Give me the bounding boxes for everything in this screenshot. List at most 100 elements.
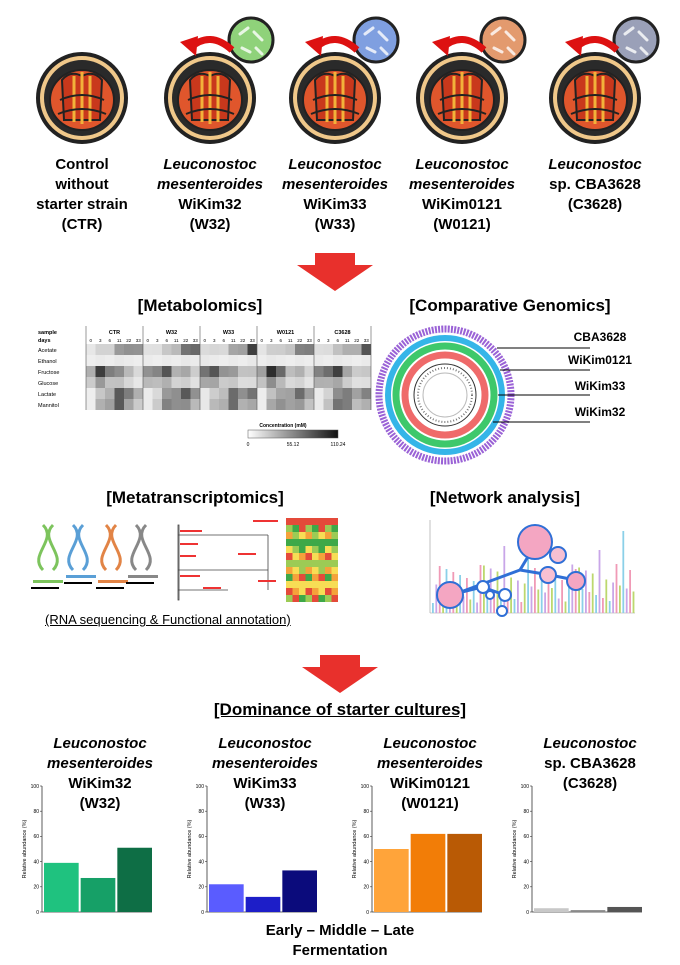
heatmap-cell <box>95 399 105 410</box>
heatmap-cell <box>285 344 295 355</box>
heatmap-cell <box>143 399 153 410</box>
heatmap-day-label: 6 <box>336 338 339 343</box>
fermentation-label: Fermentation <box>292 942 388 959</box>
heatmap-metabolite-label: Ethanol <box>38 359 57 365</box>
heatmap-cell <box>200 377 210 388</box>
heatmap-scale-title: Concentration (mM) <box>259 423 307 429</box>
heatmap-cell <box>304 377 314 388</box>
y-tick-label: 100 <box>521 784 530 790</box>
heatmap-cell <box>314 366 324 377</box>
down-arrow-icon <box>297 253 373 291</box>
heatmap-metabolite-label: Fructose <box>38 370 59 376</box>
heatmap-cell <box>133 399 143 410</box>
heatmap-cell <box>276 377 286 388</box>
heatmap-cell <box>342 377 352 388</box>
heatmap-cell <box>295 355 305 366</box>
dominance-line1: Leuconostoc <box>383 735 477 752</box>
heatmap-cell <box>190 366 200 377</box>
heatmap-cell <box>171 399 181 410</box>
strain-line3: WiKim32 <box>178 196 242 213</box>
heatmap-sample-header: sample <box>38 330 57 336</box>
dominance-line3: WiKim33 <box>233 775 297 792</box>
heatmap-cell <box>228 399 238 410</box>
heatmap-cell <box>190 399 200 410</box>
heatmap-cell <box>285 399 295 410</box>
dominance-line2: sp. CBA3628 <box>544 755 636 772</box>
heatmap-cell <box>314 388 324 399</box>
heatmap-cell <box>352 377 362 388</box>
heatmap-cell <box>276 399 286 410</box>
bar-middle <box>80 877 116 912</box>
heatmap-cell <box>323 366 333 377</box>
heatmap-cell <box>352 355 362 366</box>
heatmap-metabolite-label: Glucose <box>38 381 58 387</box>
heatmap-group-label: W0121 <box>277 330 294 336</box>
heatmap-cell <box>124 355 134 366</box>
heatmap-day-label: 11 <box>231 338 236 343</box>
heatmap-cell <box>124 399 134 410</box>
y-axis-label: Relative abundance (%) <box>512 819 518 878</box>
heatmap-cell <box>152 377 162 388</box>
y-tick-label: 40 <box>523 859 529 865</box>
heatmap-cell <box>295 344 305 355</box>
heatmap-cell <box>219 377 229 388</box>
heatmap-cell <box>200 355 210 366</box>
bar-early <box>209 884 244 912</box>
heatmap-cell <box>171 388 181 399</box>
heatmap-cell <box>105 344 115 355</box>
dominance-line1: Leuconostoc <box>218 735 312 752</box>
heatmap-cell <box>247 344 257 355</box>
heatmap-cell <box>257 344 267 355</box>
heatmap-cell <box>105 388 115 399</box>
dominance-code: (W32) <box>79 795 121 812</box>
strain-code: (W32) <box>189 216 231 233</box>
heatmap-cell <box>266 344 276 355</box>
heatmap-cell <box>257 355 267 366</box>
rna-caption: (RNA sequencing & Functional annotation) <box>45 612 291 627</box>
heatmap-cell <box>352 344 362 355</box>
heatmap-day-label: 33 <box>250 338 256 343</box>
heatmap-cell <box>181 344 191 355</box>
heatmap-cell <box>209 366 219 377</box>
genome-label-wikim32: WiKim32 <box>575 405 626 419</box>
heatmap-cell <box>333 366 343 377</box>
heatmap-cell <box>95 366 105 377</box>
heatmap-day-label: 33 <box>307 338 313 343</box>
heatmap-cell <box>190 355 200 366</box>
heatmap-cell <box>257 377 267 388</box>
heatmap-metabolite-label: Lactate <box>38 392 56 398</box>
heatmap-cell <box>247 355 257 366</box>
heatmap-cell <box>219 344 229 355</box>
heatmap-cell <box>86 377 96 388</box>
dominance-line3: WiKim32 <box>68 775 132 792</box>
bar-early <box>374 849 409 912</box>
heatmap-cell <box>266 399 276 410</box>
y-tick-label: 20 <box>363 885 369 891</box>
heatmap-day-label: 11 <box>345 338 350 343</box>
heatmap-cell <box>257 399 267 410</box>
strain-line1: Leuconostoc <box>288 156 382 173</box>
heatmap-cell <box>228 366 238 377</box>
heatmap-cell <box>257 366 267 377</box>
fermentation-stage-label: Early – Middle – Late <box>265 922 415 939</box>
heatmap-cell <box>257 388 267 399</box>
heatmap-day-label: 11 <box>117 338 122 343</box>
heatmap-cell <box>304 366 314 377</box>
heatmap-cell <box>143 355 153 366</box>
heatmap-cell <box>114 366 124 377</box>
heatmap-cell <box>304 399 314 410</box>
heatmap-cell <box>342 344 352 355</box>
bar-early <box>44 862 79 912</box>
comparative-genomics-title: [Comparative Genomics] <box>409 296 611 315</box>
bar-middle <box>245 896 281 912</box>
strain-line3: WiKim33 <box>303 196 367 213</box>
heatmap-group-label: W33 <box>223 330 234 336</box>
heatmap-cell <box>124 366 134 377</box>
y-tick-label: 60 <box>33 834 39 840</box>
heatmap-cell <box>219 355 229 366</box>
y-tick-label: 20 <box>33 885 39 891</box>
heatmap-cell <box>162 355 172 366</box>
